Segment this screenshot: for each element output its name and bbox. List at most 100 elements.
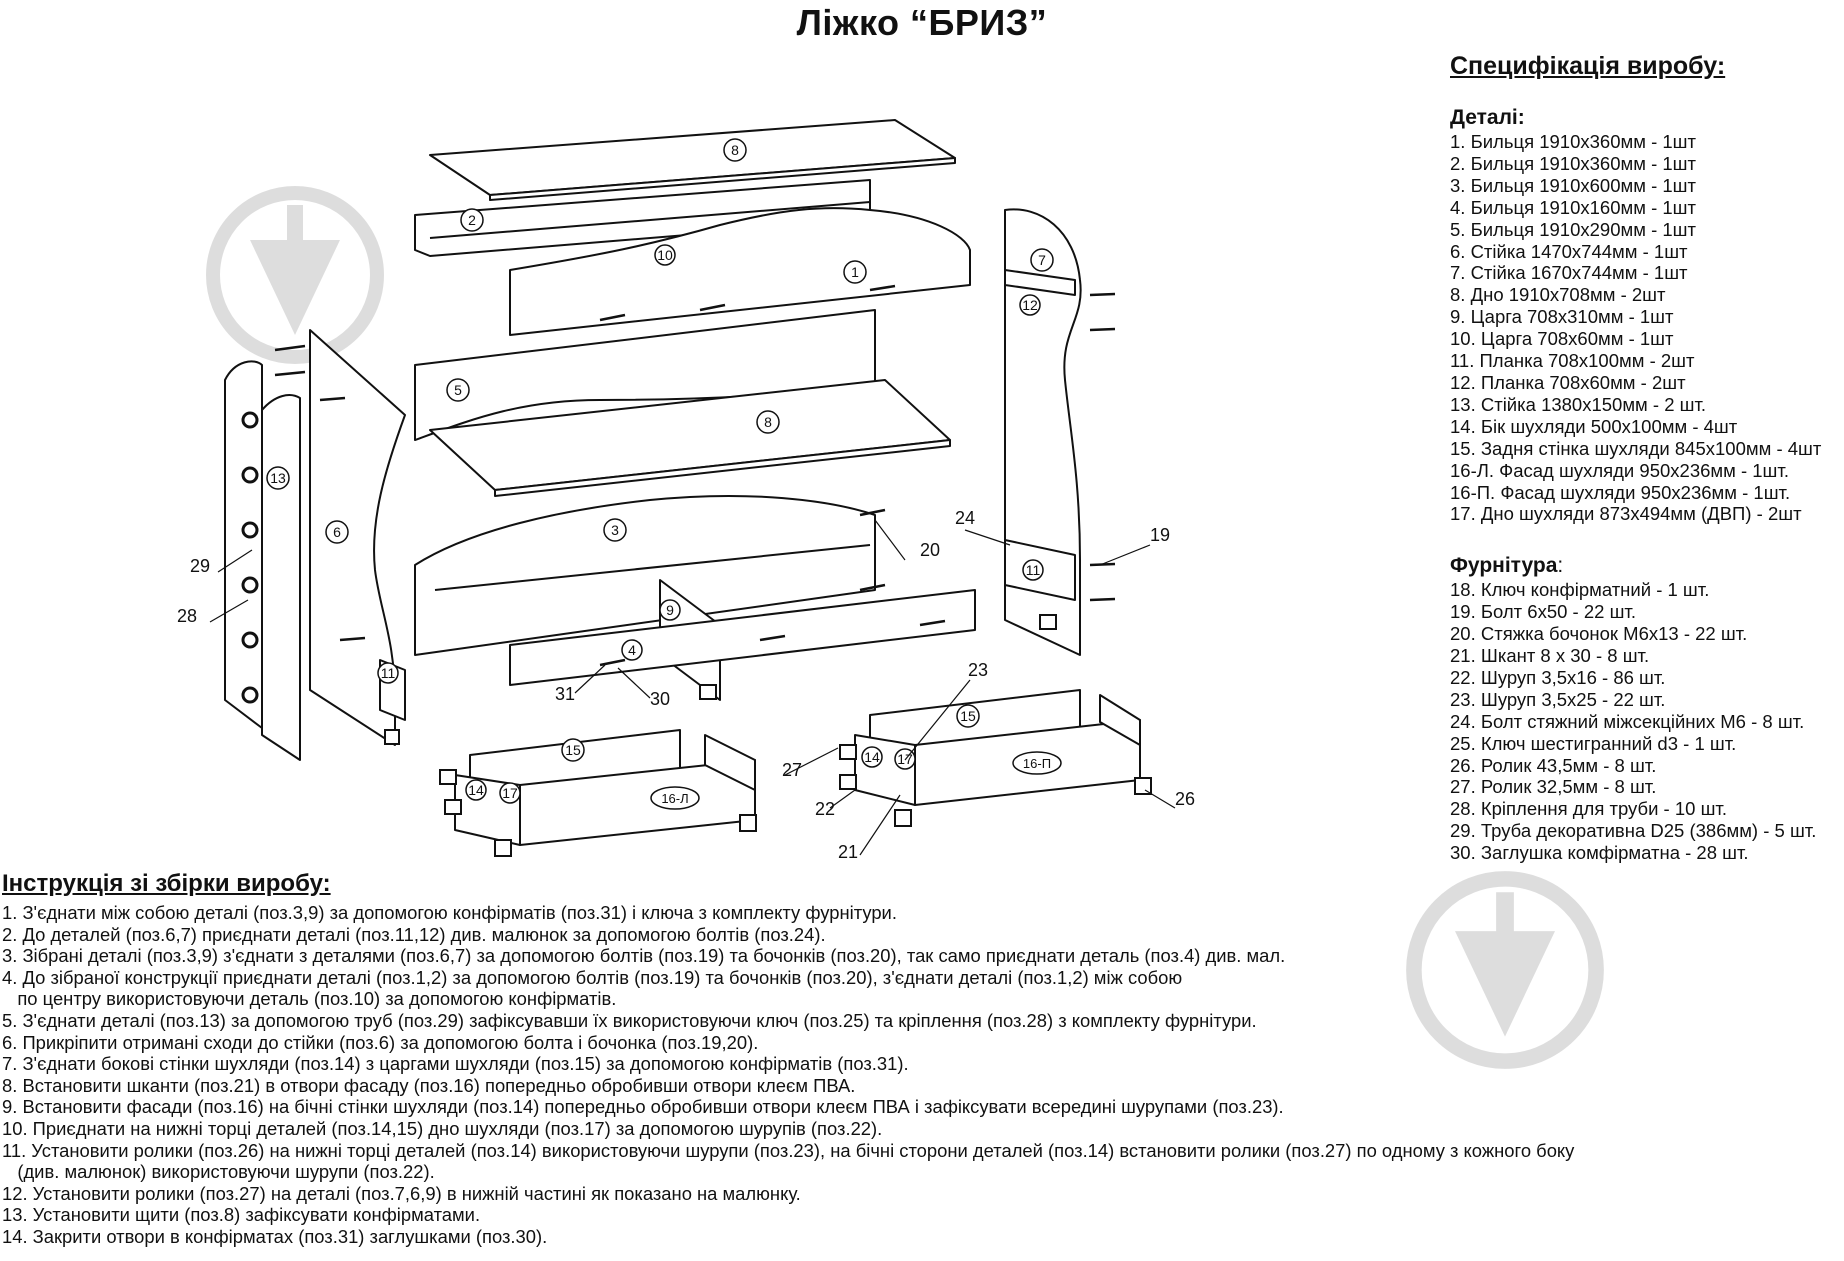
part-item: 13. Стійка 1380x150мм - 2 шт. [1450,393,1707,415]
part-label: 15 [565,742,581,758]
hardware-item: 28. Кріплення для труби - 10 шт. [1450,798,1727,820]
callout-label: 30 [650,689,670,709]
instruction-step: 3. Зібрані деталі (поз.3,9) з'єднати з д… [2,945,1286,967]
callout-label: 19 [1150,525,1170,545]
part-label: 6 [333,524,341,540]
part-label: 8 [731,142,739,158]
callout-label: 31 [555,684,575,704]
part-item: 4. Бильця 1910x160мм - 1шт [1450,196,1696,218]
part-item: 17. Дно шухляди 873x494мм (ДВП) - 2шт [1450,503,1802,525]
part-label: 1 [851,264,859,280]
hardware-item: 24. Болт стяжний міжсекційних M6 - 8 шт. [1450,710,1805,732]
part-label: 11 [381,665,396,681]
part-item: 5. Бильця 1910x290мм - 1шт [1450,218,1696,240]
part-item: 3. Бильця 1910x600мм - 1шт [1450,174,1696,196]
part-4 [509,589,976,686]
instruction-step: 9. Встановити фасади (поз.16) на бічні с… [2,1096,1284,1118]
callout-label: 28 [177,606,197,626]
part-2 [414,179,871,257]
instruction-step: 1. З'єднати між собою деталі (поз.3,9) з… [2,902,897,923]
instruction-step: 6. Прикріпити отримані сходи до стійки (… [2,1031,759,1053]
part-label: 7 [1038,252,1046,268]
part-label: 16-П [1023,756,1051,771]
hardware-item: 30. Заглушка комфірматна - 28 шт. [1450,842,1749,864]
part-label: 12 [1022,297,1038,313]
instruction-step: 12. Установити ролики (поз.27) на деталі… [2,1182,801,1204]
callout-label: 21 [838,842,858,862]
part-label: 14 [468,782,484,798]
hardware-item: 26. Ролик 43,5мм - 8 шт. [1450,754,1657,776]
part-item: 9. Царга 708x310мм - 1шт [1450,306,1674,328]
part-label: 17 [502,785,518,801]
part-item: 16-П. Фасад шухляди 950x236мм - 1шт. [1450,481,1791,503]
part-label: 9 [666,602,674,618]
hardware-item: 19. Болт 6x50 - 22 шт. [1450,601,1636,623]
part-14-right [854,734,916,806]
callout-label: 20 [920,540,940,560]
part-label: 10 [657,247,673,263]
instruction-step: 4. До зібраної конструкції приєднати дет… [2,966,1183,988]
callout-label: 23 [968,660,988,680]
parts-heading: Деталі: [1450,106,1525,129]
part-label: 3 [611,522,619,538]
hardware-heading: Фурнітура: [1450,554,1564,578]
hardware-item: 18. Ключ конфірматний - 1 шт. [1450,579,1710,601]
instruction-step: 5. З'єднати деталі (поз.13) за допомогою… [2,1009,1257,1031]
watermark-logo-icon [206,186,384,364]
page-title: Ліжко “БРИЗ” [796,2,1048,43]
instruction-step: 10. Приєднати на нижні торці деталей (по… [2,1117,883,1139]
part-label: 13 [270,470,286,486]
instructions-section: Інструкція зі збірки виробу: 1. З'єднати… [2,870,1842,1248]
instructions-list: 1. З'єднати між собою деталі (поз.3,9) з… [2,902,1842,1248]
part-item: 14. Бік шухляди 500x100мм - 4шт [1450,415,1738,437]
part-label: 15 [960,708,976,724]
part-1 [509,207,971,336]
instruction-step: по центру використовуючи деталь (поз.10)… [2,988,617,1010]
spec-heading: Специфікація виробу: [1450,52,1726,80]
hardware-list: 18. Ключ конфірматний - 1 шт.19. Болт 6x… [1450,579,1844,864]
callout-label: 26 [1175,789,1195,809]
part-item: 2. Бильця 1910x360мм - 1шт [1450,152,1696,174]
callout-label: 29 [190,556,210,576]
hardware-item: 27. Ролик 32,5мм - 8 шт. [1450,776,1657,798]
hardware-item: 21. Шкант 8 x 30 - 8 шт. [1450,645,1650,667]
instruction-step: 2. До деталей (поз.6,7) приєднати деталі… [2,923,826,945]
part-item: 16-Л. Фасад шухляди 950x236мм - 1шт. [1450,459,1789,481]
hardware-item: 25. Ключ шестигранний d3 - 1 шт. [1450,732,1737,754]
part-item: 15. Задня стінка шухляди 845x100мм - 4шт [1450,437,1822,459]
instruction-step: 11. Установити ролики (поз.26) на нижні … [2,1139,1575,1161]
instruction-step: 7. З'єднати бокові стінки шухляди (поз.1… [2,1053,909,1075]
hardware-item: 22. Шуруп 3,5x16 - 86 шт. [1450,666,1666,688]
instruction-step: 13. Установити щити (поз.8) зафіксувати … [2,1204,481,1226]
part-label: 4 [628,642,636,658]
part-3 [414,495,876,656]
part-item: 1. Бильця 1910x360мм - 1шт [1450,131,1696,152]
hardware-item: 23. Шуруп 3,5x25 - 22 шт. [1450,688,1666,710]
part-13-right [261,394,301,761]
part-label: 8 [764,414,772,430]
part-label: 2 [468,212,476,228]
part-item: 10. Царга 708x60мм - 1шт [1450,328,1674,350]
callout-label: 24 [955,508,975,528]
instructions-heading: Інструкція зі збірки виробу: [2,870,331,897]
instruction-step: (див. малюнок) використовуючи шурупи (по… [2,1161,435,1183]
part-labels [266,138,1062,810]
part-item: 8. Дно 1910x708мм - 2шт [1450,284,1666,306]
callout-label: 27 [782,760,802,780]
watermark-logo-icon [1406,871,1604,1069]
part-label: 5 [454,382,462,398]
hardware-item: 20. Стяжка бочонок M6x13 - 22 шт. [1450,623,1748,645]
part-label: 16-Л [661,791,688,806]
part-item: 11. Планка 708x100мм - 2шт [1450,350,1695,372]
part-label: 14 [864,749,880,765]
instruction-step: 8. Встановити шканти (поз.21) в отвори ф… [2,1074,856,1096]
instruction-step: 14. Закрити отвори в конфірматах (поз.31… [2,1225,548,1247]
specification-panel: Специфікація виробу: Деталі: 1. Бильця 1… [1450,52,1844,864]
part-12 [1004,269,1076,296]
part-label: 11 [1026,562,1041,578]
part-item: 12. Планка 708x60мм - 2шт [1450,371,1686,393]
hardware-item: 29. Труба декоративна D25 (386мм) - 5 шт… [1450,820,1817,842]
part-item: 6. Стійка 1470x744мм - 1шт [1450,240,1688,262]
